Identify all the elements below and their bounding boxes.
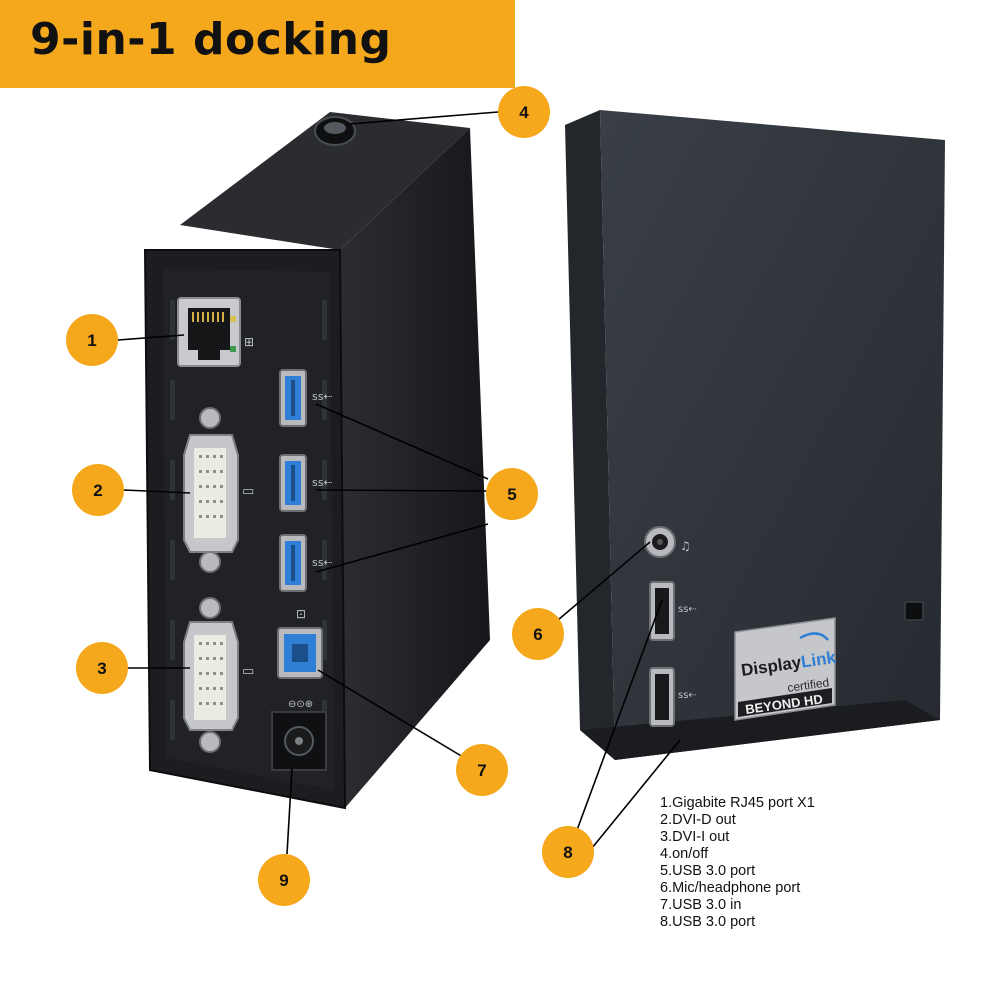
port-legend: 1.Gigabite RJ45 port X1 2.DVI-D out 3.DV… [660, 795, 990, 931]
svg-text:1: 1 [87, 331, 96, 350]
side-usb-port-2 [649, 667, 675, 727]
svg-text:4: 4 [519, 103, 529, 122]
usb-port-3 [279, 534, 307, 592]
audio-jack [644, 526, 676, 558]
callout-2: 2 [72, 464, 124, 516]
svg-text:7: 7 [477, 761, 486, 780]
dock-side-view: ♫ ss⇠ ss⇠ DisplayLink certified BEYOND H… [565, 110, 945, 760]
svg-text:⊖⊙⊕: ⊖⊙⊕ [288, 699, 313, 710]
legend-item: 4.on/off [660, 846, 709, 862]
legend-item: 6.Mic/headphone port [660, 880, 801, 896]
svg-text:▭: ▭ [242, 664, 254, 679]
network-symbol-icon: ⊞ [244, 335, 254, 349]
legend-item: 1.Gigabite RJ45 port X1 [660, 795, 815, 811]
svg-text:ss⇠: ss⇠ [678, 604, 697, 615]
legend-item: 5.USB 3.0 port [660, 863, 756, 879]
usb-b-upstream-port [277, 627, 323, 679]
display-symbol-icon: ▭ [242, 484, 254, 499]
dock-front-face [565, 110, 615, 760]
callout-5: 5 [486, 468, 538, 520]
svg-text:3: 3 [97, 659, 106, 678]
legend-item: 8.USB 3.0 port [660, 914, 756, 930]
dvi-d-port [183, 407, 239, 573]
badge-brand-b: Link [800, 648, 838, 672]
banner-title: 9-in-1 docking [30, 14, 392, 65]
dock-back-view: ⊞ ▭ [143, 112, 490, 810]
svg-text:2: 2 [93, 481, 102, 500]
lock-slot [904, 601, 924, 621]
leader-lines [117, 111, 681, 855]
callout-7: 7 [456, 744, 508, 796]
callout-9: 9 [258, 854, 310, 906]
side-usb-port-1 [649, 581, 675, 641]
dock-large-side-face [600, 110, 945, 760]
svg-text:5: 5 [507, 485, 516, 504]
svg-text:ss⇠: ss⇠ [678, 690, 697, 701]
usb-port-2 [279, 454, 307, 512]
displaylink-arc-icon [799, 632, 829, 641]
svg-text:ss⇠: ss⇠ [312, 556, 333, 569]
svg-text:⊡: ⊡ [296, 607, 306, 621]
callout-1: 1 [66, 314, 118, 366]
usb-port-1 [279, 369, 307, 427]
svg-text:6: 6 [533, 625, 542, 644]
callout-6: 6 [512, 608, 564, 660]
title-banner: 9-in-1 docking [0, 0, 515, 88]
svg-text:ss⇠: ss⇠ [312, 476, 333, 489]
rj45-port [177, 297, 241, 367]
dock-side-face [340, 128, 490, 808]
headphone-icon: ♫ [680, 539, 691, 553]
badge-certified: certified [786, 675, 830, 695]
svg-text:8: 8 [563, 843, 572, 862]
svg-text:9: 9 [279, 871, 288, 890]
legend-item: 2.DVI-D out [660, 812, 736, 828]
callout-3: 3 [76, 642, 128, 694]
displaylink-badge: DisplayLink certified BEYOND HD [734, 617, 838, 721]
usb-symbol-icon: ss⇠ [312, 390, 333, 403]
callout-4: 4 [498, 86, 550, 138]
dock-top-face [180, 112, 470, 250]
dc-power-jack [271, 711, 327, 771]
dvi-i-port [183, 597, 239, 753]
callout-8: 8 [542, 826, 594, 878]
legend-item: 3.DVI-I out [660, 829, 730, 845]
legend-item: 7.USB 3.0 in [660, 897, 742, 913]
